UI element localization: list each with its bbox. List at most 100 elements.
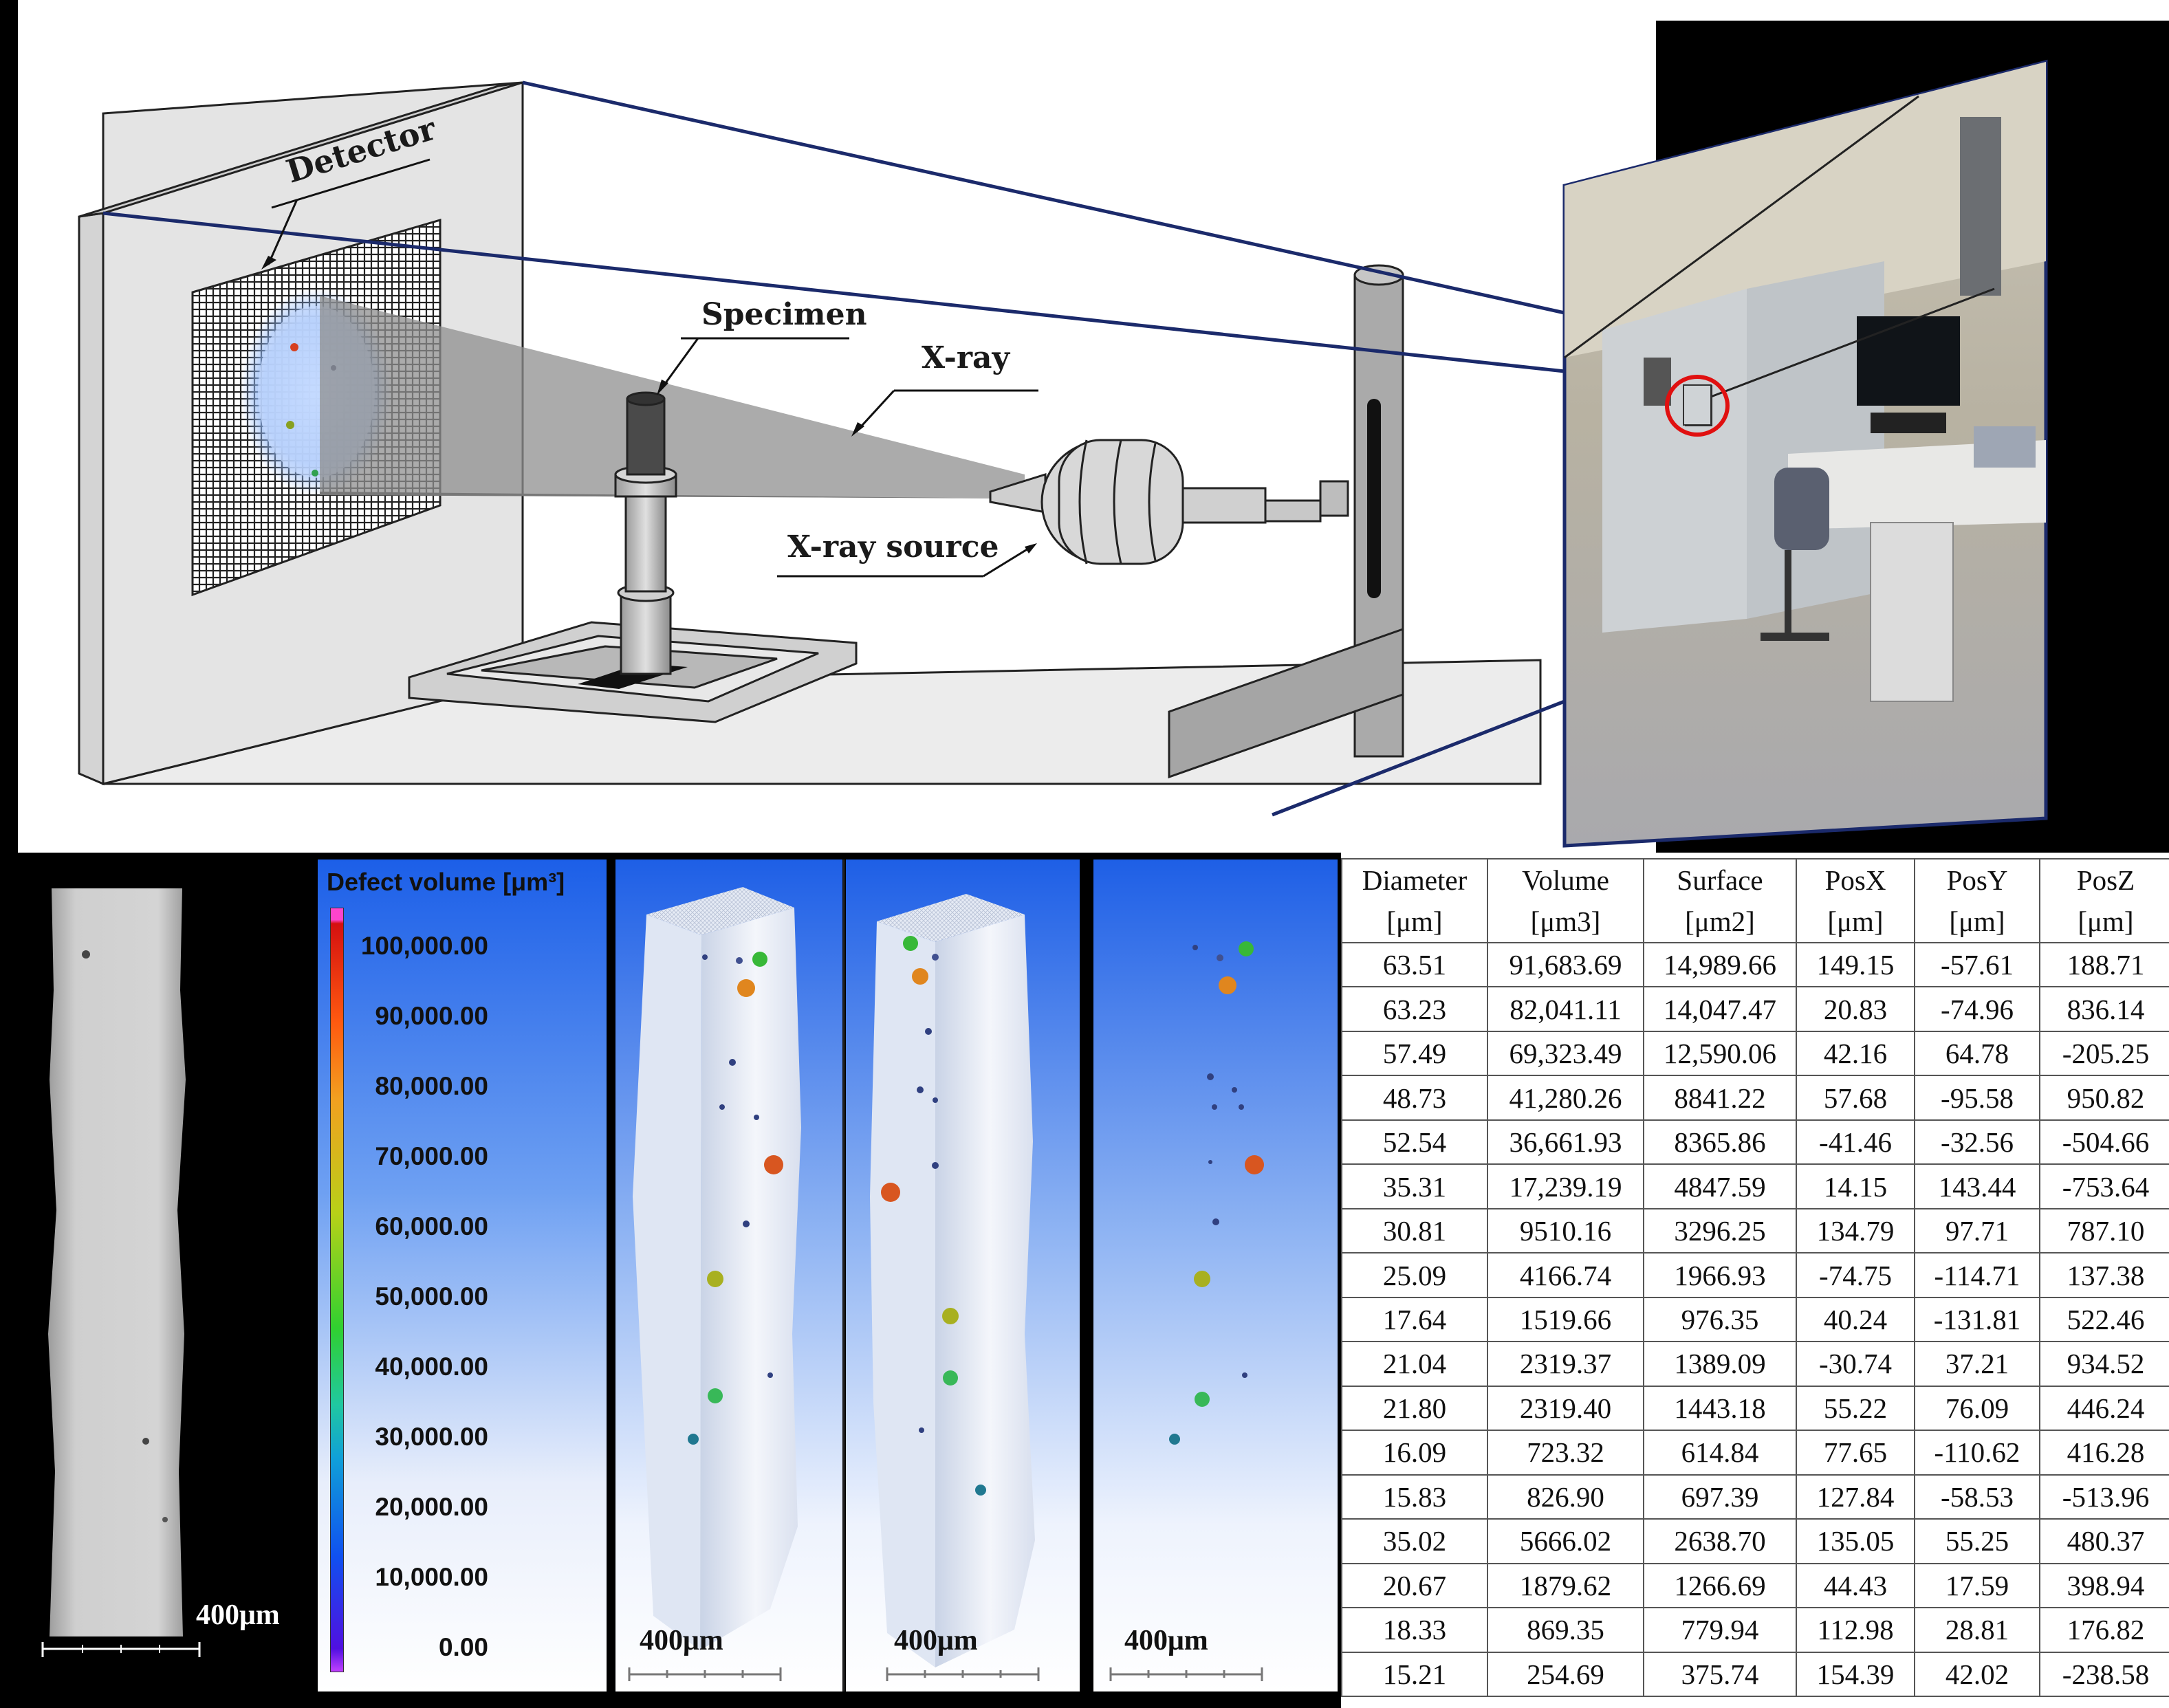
table-cell: 480.37 <box>2039 1518 2169 1564</box>
radiograph-image <box>41 888 201 1657</box>
table-cell: 4847.59 <box>1643 1163 1797 1209</box>
table-cell: -238.58 <box>2039 1651 2169 1697</box>
table-cell: -57.61 <box>1914 941 2040 988</box>
table-cell: 57.68 <box>1796 1075 1915 1121</box>
table-cell: 57.49 <box>1341 1030 1488 1077</box>
colorbar-tick: 80,000.00 <box>375 1072 488 1100</box>
table-cell: 35.02 <box>1341 1518 1488 1564</box>
table-cell: 17.59 <box>1914 1562 2040 1609</box>
table-cell: 5666.02 <box>1487 1518 1644 1564</box>
table-cell: -205.25 <box>2039 1030 2169 1077</box>
table-cell: 112.98 <box>1796 1607 1915 1653</box>
table-cell: -504.66 <box>2039 1119 2169 1165</box>
table-cell: 55.22 <box>1796 1385 1915 1432</box>
table-cell: 2319.40 <box>1487 1385 1644 1432</box>
table-cell: 28.81 <box>1914 1607 2040 1653</box>
table-cell: -131.81 <box>1914 1296 2040 1343</box>
defect-table: Diameter[μm] Volume[μm3] Surface[μm2] Po… <box>1341 858 2169 1697</box>
table-cell: 40.24 <box>1796 1296 1915 1343</box>
table-cell: 836.14 <box>2039 986 2169 1032</box>
table-cell: 1879.62 <box>1487 1562 1644 1609</box>
table-cell: 9510.16 <box>1487 1207 1644 1254</box>
table-cell: 41,280.26 <box>1487 1075 1644 1121</box>
connector-line <box>522 80 1565 315</box>
connector-line <box>102 211 1565 373</box>
colorbar-background <box>318 860 607 1691</box>
highlight-circle <box>1665 375 1730 437</box>
table-cell: 787.10 <box>2039 1207 2169 1254</box>
table-cell: -74.96 <box>1914 986 2040 1032</box>
xray-label: X-ray <box>922 340 1010 375</box>
table-cell: 869.35 <box>1487 1607 1644 1653</box>
table-cell: 176.82 <box>2039 1607 2169 1653</box>
ct-scanner-diagram <box>0 0 2169 853</box>
table-cell: 1443.18 <box>1643 1385 1797 1432</box>
table-cell: 826.90 <box>1487 1474 1644 1520</box>
frame-edge <box>0 0 18 853</box>
header-volume: Volume[μm3] <box>1487 858 1644 943</box>
table-cell: 42.16 <box>1796 1030 1915 1077</box>
table-cell: -74.75 <box>1796 1252 1915 1298</box>
table-cell: -110.62 <box>1914 1430 2040 1476</box>
table-cell: 77.65 <box>1796 1430 1915 1476</box>
table-cell: 522.46 <box>2039 1296 2169 1343</box>
table-cell: 21.04 <box>1341 1341 1488 1387</box>
table-cell: 37.21 <box>1914 1341 2040 1387</box>
colorbar-tick: 100,000.00 <box>360 932 488 960</box>
schematic-panel: Detector Specimen X-ray X-ray source <box>0 0 2169 853</box>
table-cell: 614.84 <box>1643 1430 1797 1476</box>
render-2-scale-label: 400μm <box>894 1625 978 1656</box>
table-cell: 1966.93 <box>1643 1252 1797 1298</box>
table-cell: 18.33 <box>1341 1607 1488 1653</box>
colorbar-tick: 20,000.00 <box>375 1493 488 1521</box>
table-cell: 36,661.93 <box>1487 1119 1644 1165</box>
table-cell: -114.71 <box>1914 1252 2040 1298</box>
table-cell: -95.58 <box>1914 1075 2040 1121</box>
label-leaders <box>261 158 1038 578</box>
table-cell: 3296.25 <box>1643 1207 1797 1254</box>
header-surface: Surface[μm2] <box>1643 858 1797 943</box>
specimen-label: Specimen <box>701 297 867 332</box>
colorbar-tick: 70,000.00 <box>375 1142 488 1170</box>
table-cell: 30.81 <box>1341 1207 1488 1254</box>
stage-post <box>620 590 672 675</box>
colorbar-tick: 40,000.00 <box>375 1353 488 1381</box>
table-cell: 15.83 <box>1341 1474 1488 1520</box>
table-cell: 76.09 <box>1914 1385 2040 1432</box>
table-cell: 12,590.06 <box>1643 1030 1797 1077</box>
colorbar-tick: 90,000.00 <box>375 1002 488 1030</box>
colorbar-strip <box>330 908 344 1672</box>
xray-source-label: X-ray source <box>787 529 999 565</box>
colorbar-tick: 0.00 <box>438 1633 488 1661</box>
table-cell: 44.43 <box>1796 1562 1915 1609</box>
table-cell: 14,047.47 <box>1643 986 1797 1032</box>
table-cell: 723.32 <box>1487 1430 1644 1476</box>
header-posx: PosX[μm] <box>1796 858 1915 943</box>
header-posy: PosY[μm] <box>1914 858 2040 943</box>
table-cell: -513.96 <box>2039 1474 2169 1520</box>
table-cell: 8841.22 <box>1643 1075 1797 1121</box>
xray-beam <box>320 296 1025 499</box>
table-cell: 1266.69 <box>1643 1562 1797 1609</box>
table-cell: 1389.09 <box>1643 1341 1797 1387</box>
table-cell: 1519.66 <box>1487 1296 1644 1343</box>
table-cell: 135.05 <box>1796 1518 1915 1564</box>
table-cell: 154.39 <box>1796 1651 1915 1697</box>
table-header-row: Diameter[μm] Volume[μm3] Surface[μm2] Po… <box>1341 858 2169 943</box>
table-cell: 2638.70 <box>1643 1518 1797 1564</box>
specimen-render-1 <box>633 887 801 1650</box>
ct-renders <box>615 860 1338 1691</box>
render-1-scale-label: 400μm <box>640 1625 723 1656</box>
